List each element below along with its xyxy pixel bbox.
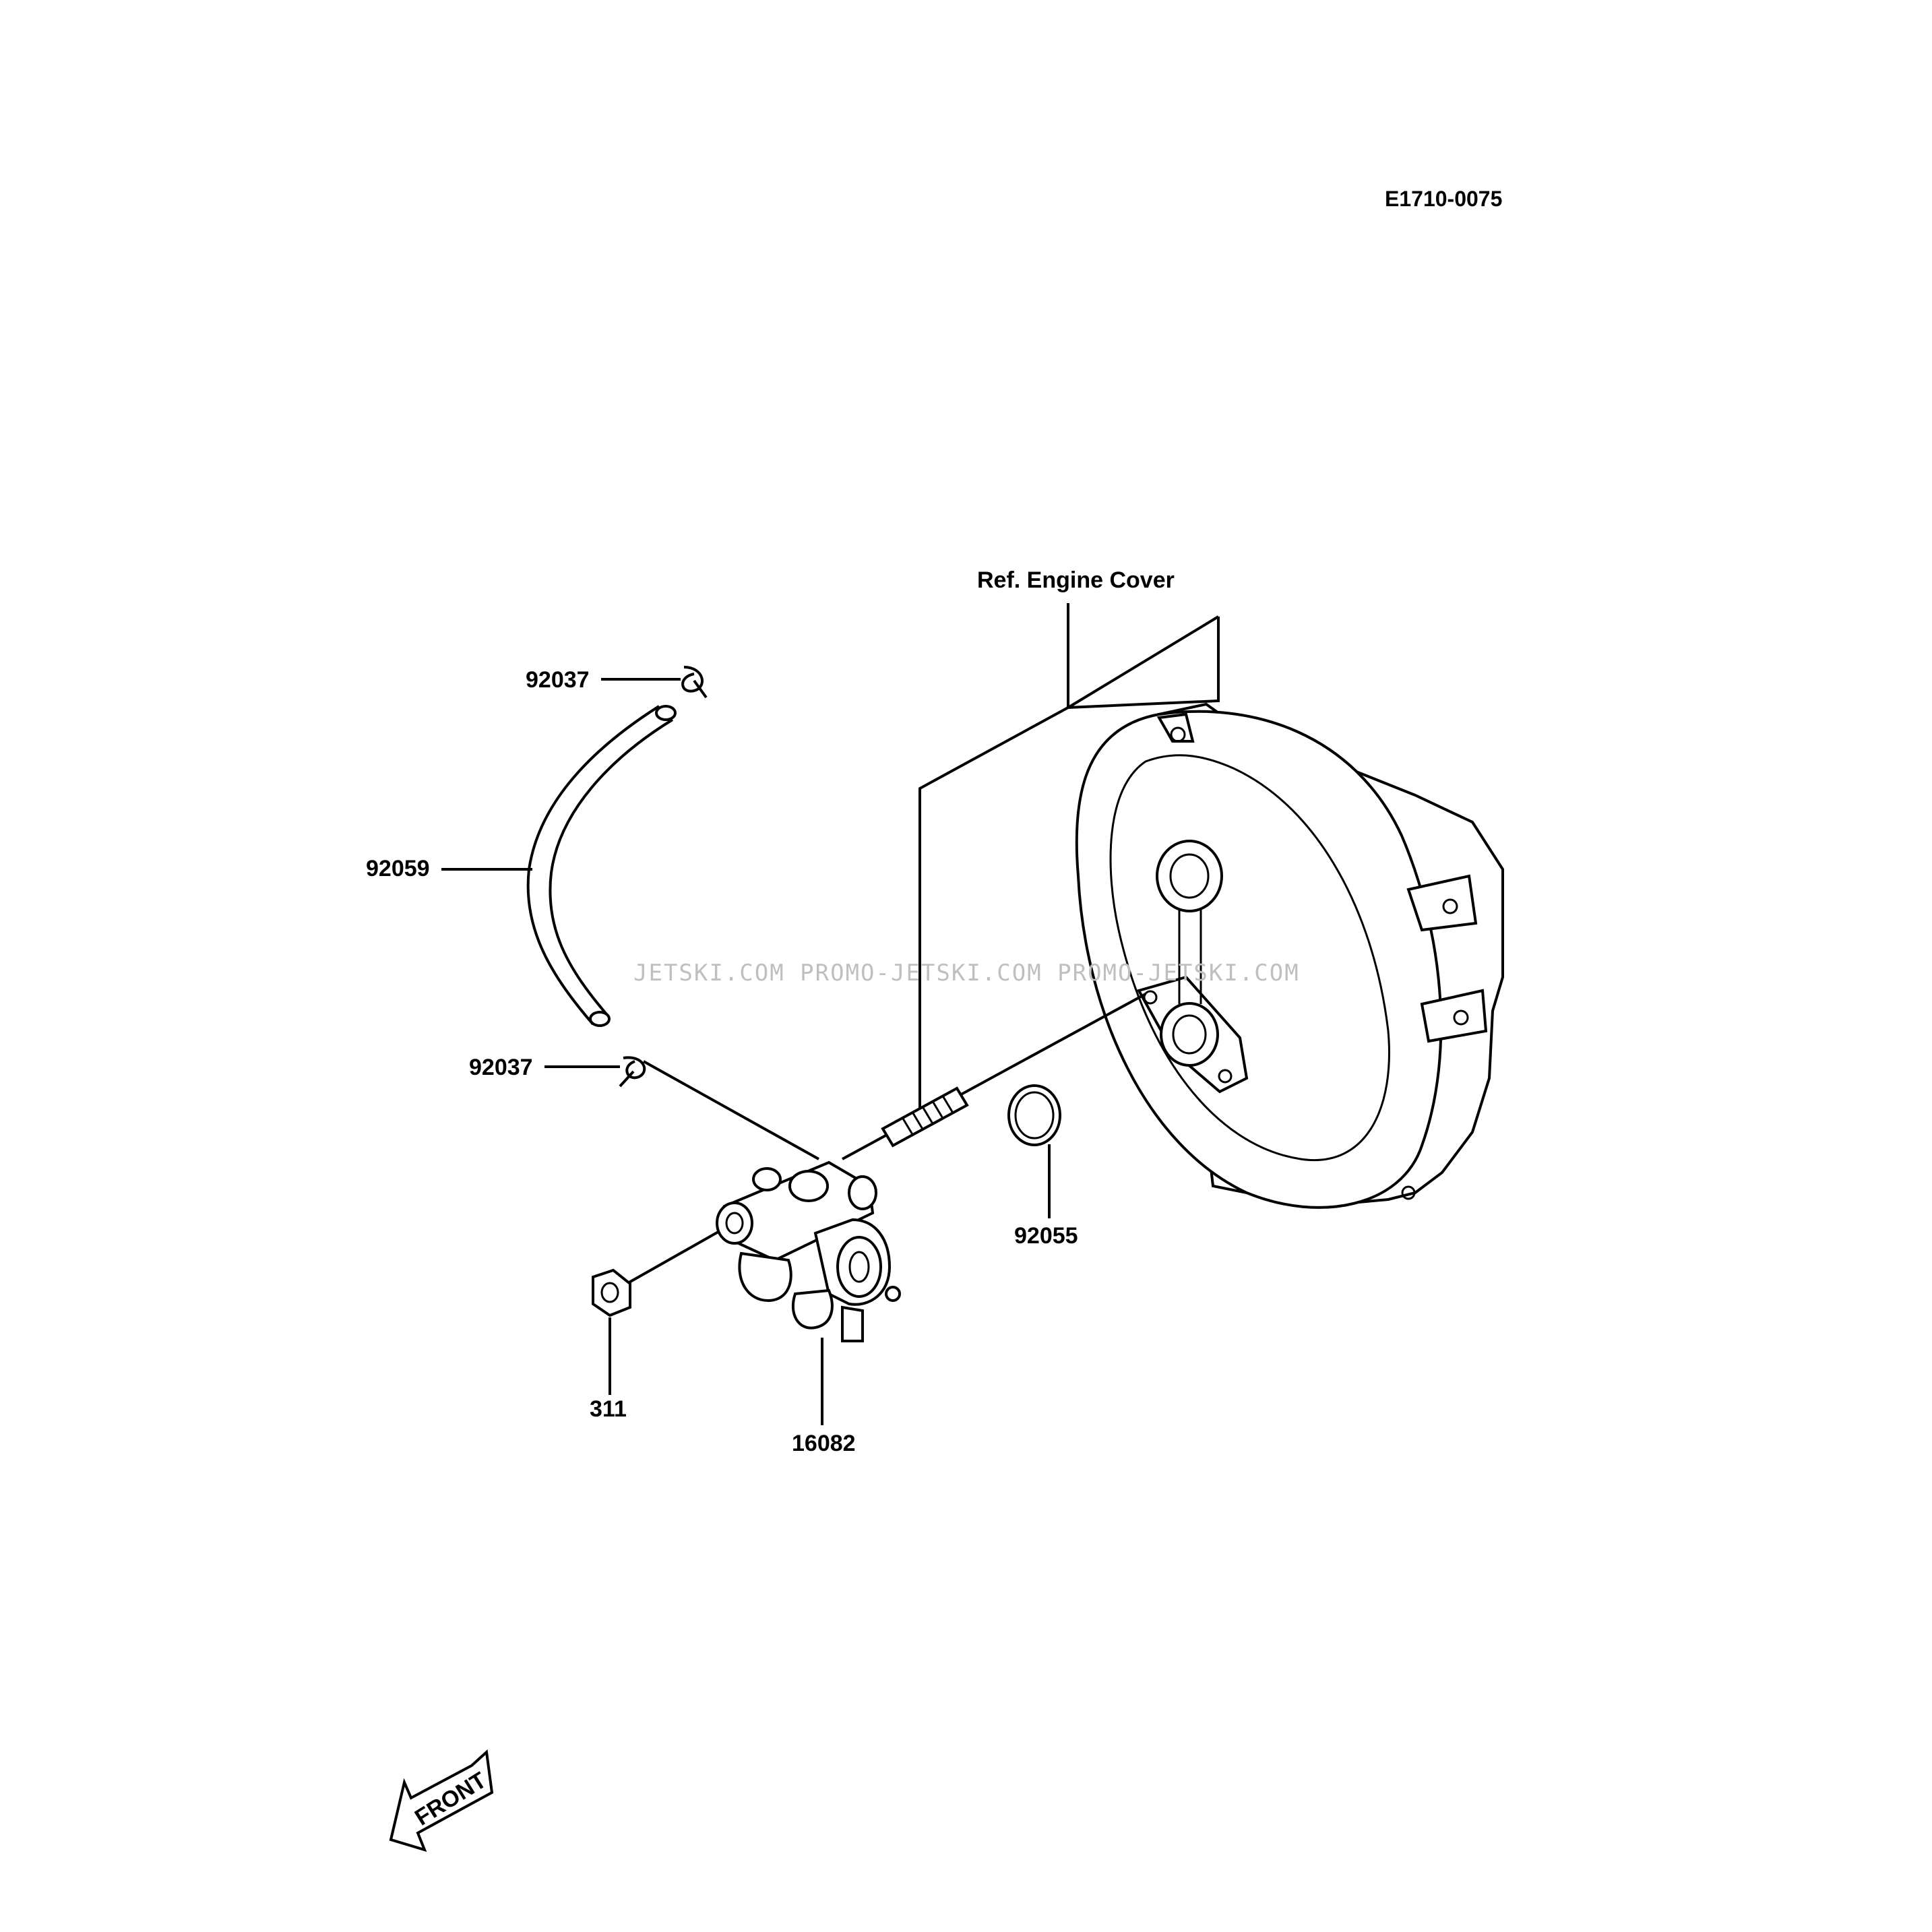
o-ring	[1007, 1084, 1061, 1146]
fuel-hose	[526, 705, 677, 1027]
diagram-code: E1710-0075	[1385, 187, 1502, 211]
part-label-92037-top: 92037	[526, 667, 590, 693]
alignment-line-nut	[626, 1225, 728, 1285]
reference-label: Ref. Engine Cover	[977, 567, 1175, 593]
part-label-16082: 16082	[792, 1431, 856, 1456]
stud-bolt	[881, 1086, 969, 1148]
part-label-92055: 92055	[1014, 1223, 1078, 1249]
front-arrow-icon: FRONT	[389, 1749, 494, 1852]
engine-cover	[1075, 702, 1504, 1209]
part-label-92037-bottom: 92037	[469, 1055, 533, 1080]
fuel-cock	[716, 1160, 901, 1342]
watermark: JETSKI.COM PROMO-JETSKI.COM PROMO-JETSKI…	[633, 960, 1300, 987]
part-label-92059: 92059	[366, 856, 430, 881]
hose-clamp-bottom	[619, 1056, 646, 1088]
hex-nut	[592, 1268, 631, 1317]
hose-clamp-top	[681, 666, 708, 699]
part-label-311: 311	[590, 1396, 627, 1422]
alignment-line-clamp	[643, 1060, 819, 1160]
